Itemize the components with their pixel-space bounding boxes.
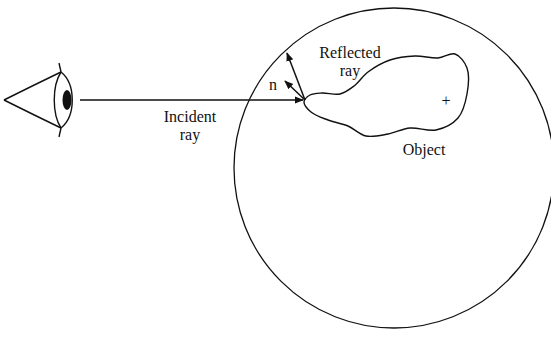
centre-mark: + bbox=[438, 92, 454, 110]
upper-eyelid bbox=[4, 72, 61, 100]
eye-symbol bbox=[4, 63, 72, 137]
ray-label: Reflected ray bbox=[310, 44, 390, 80]
ray-label: Incident ray bbox=[153, 108, 227, 144]
eyelash bbox=[59, 63, 61, 72]
bounding-circle bbox=[234, 8, 551, 328]
eyelash bbox=[59, 128, 61, 137]
normal-label: n bbox=[266, 76, 280, 94]
eyeball-back bbox=[54, 72, 61, 128]
object-layer bbox=[304, 54, 469, 137]
incident-ray bbox=[80, 99, 303, 101]
reflected-ray bbox=[287, 53, 305, 100]
pupil bbox=[63, 90, 72, 110]
lower-eyelid bbox=[4, 100, 61, 128]
object-label: Object bbox=[394, 141, 454, 159]
object-outline bbox=[304, 54, 469, 137]
normal-vector bbox=[285, 81, 305, 100]
cornea bbox=[61, 72, 72, 128]
